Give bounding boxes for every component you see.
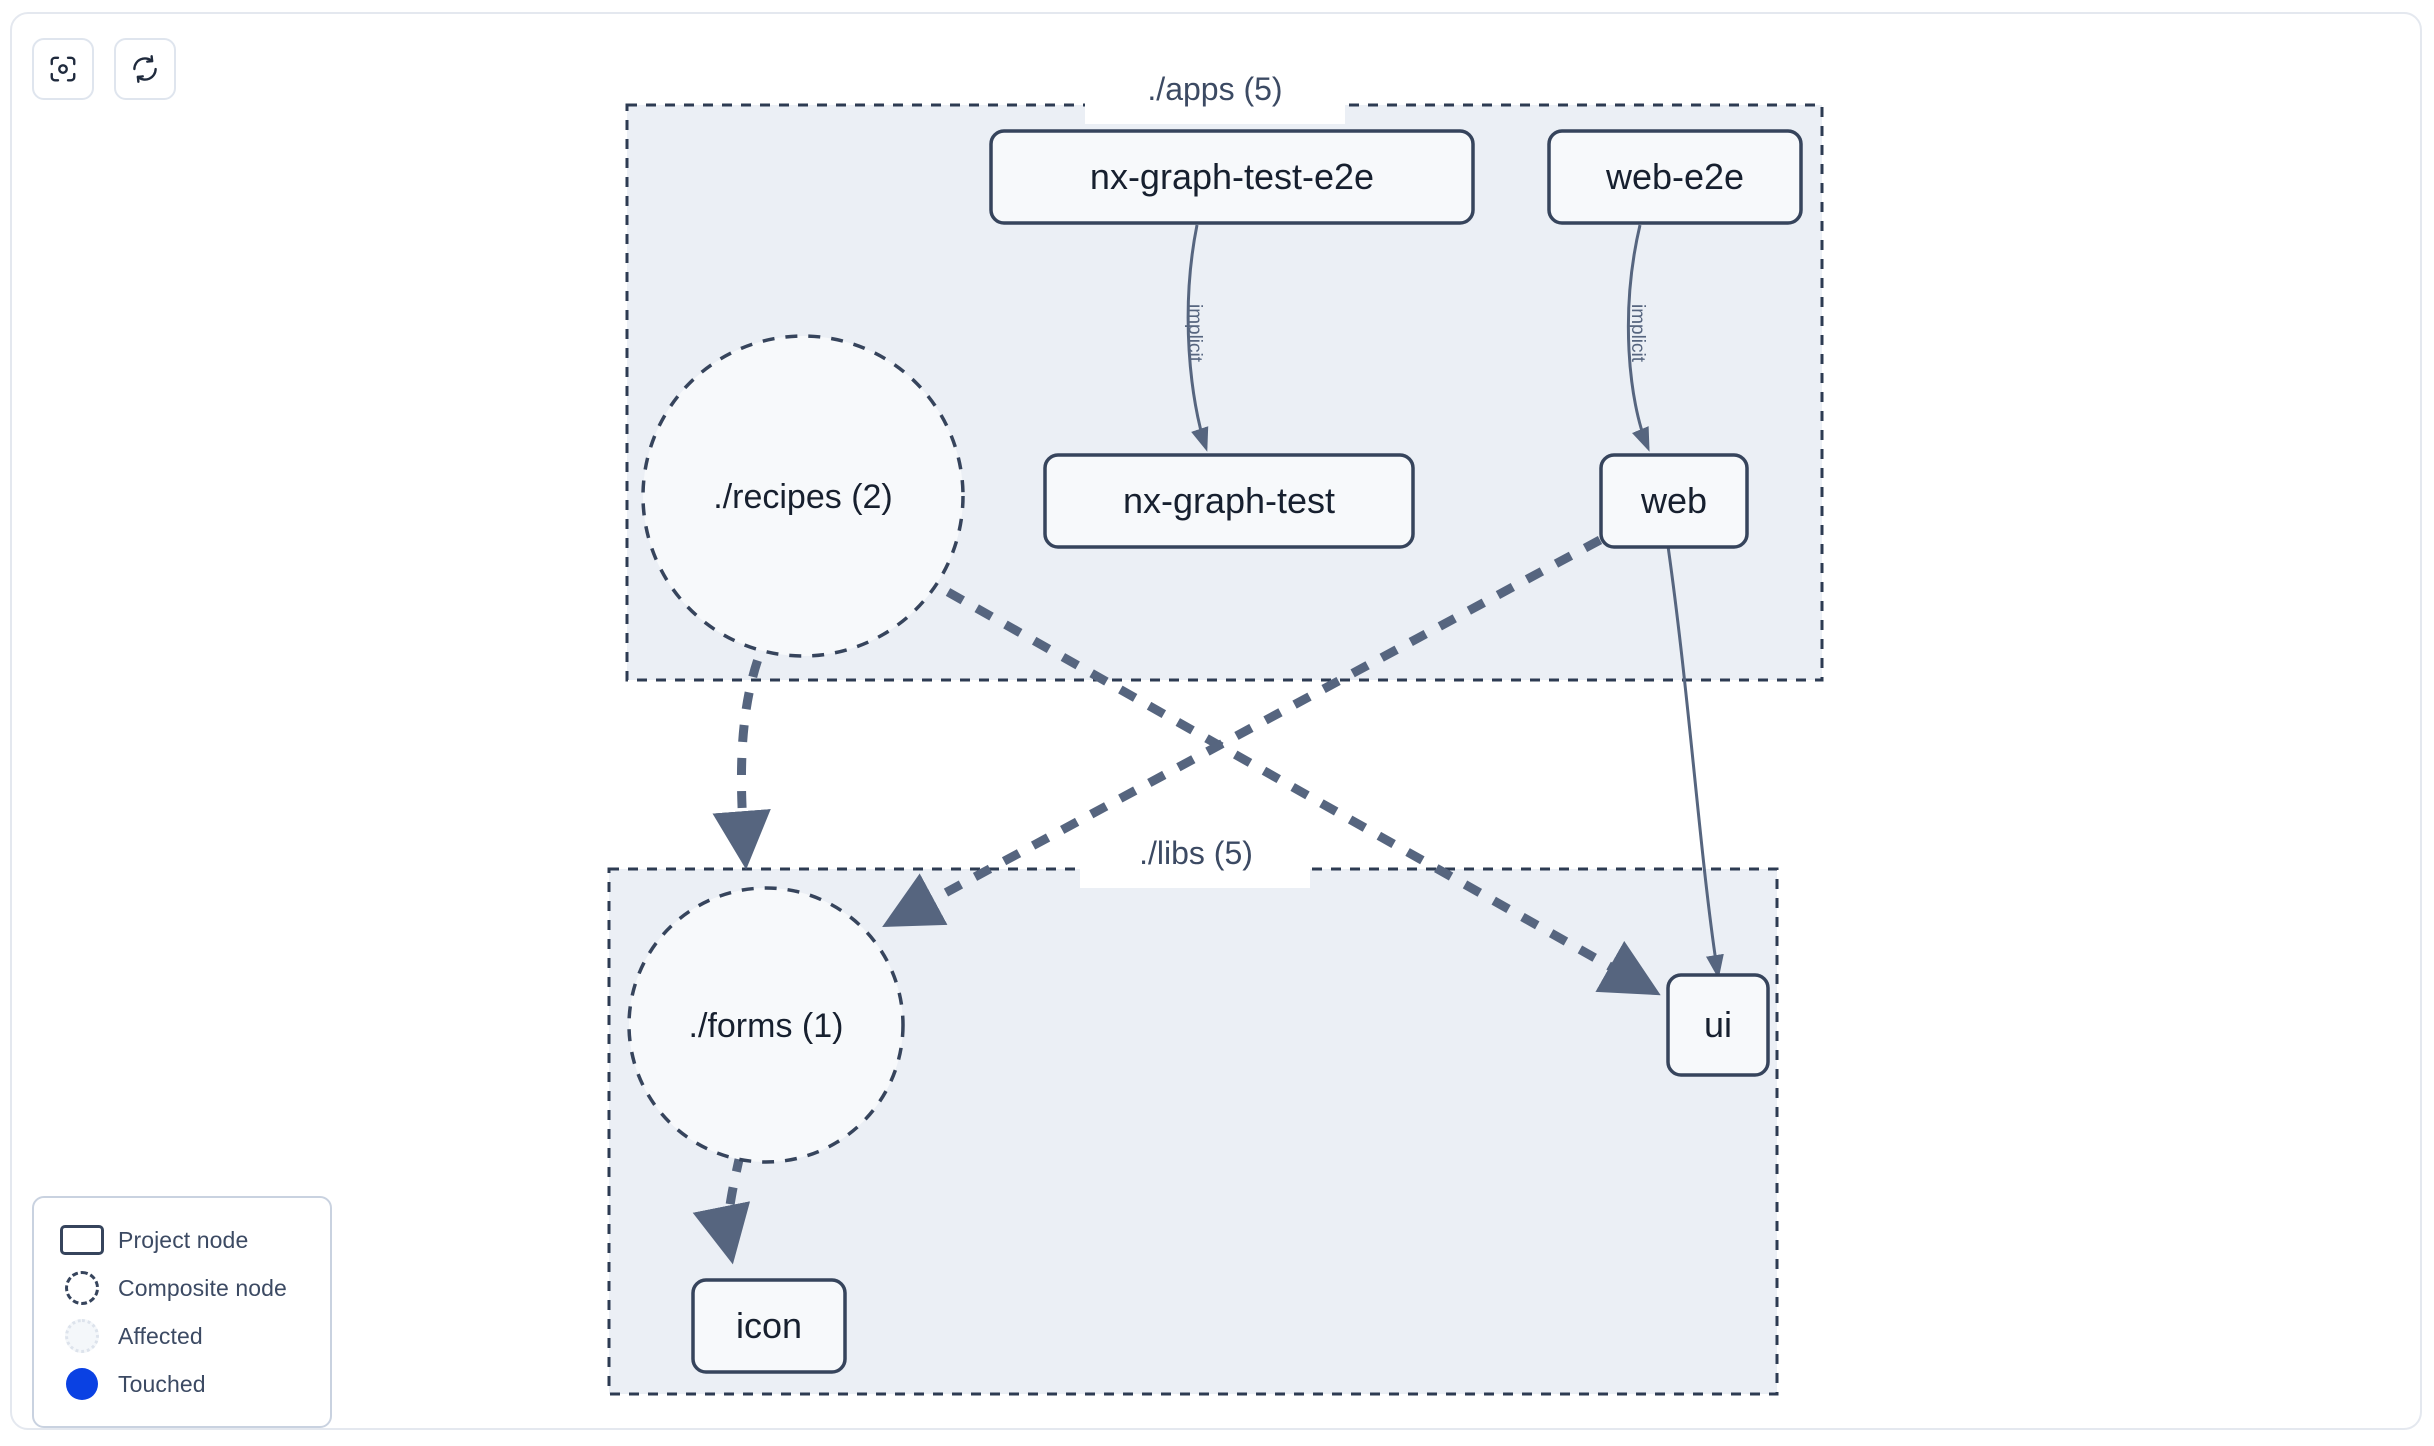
graph-legend: Project node Composite node Affected Tou… — [32, 1196, 332, 1428]
node-web-label: web — [1640, 480, 1707, 521]
edge-recipes-to-ui — [945, 588, 1661, 996]
node-web-shape — [1599, 453, 1749, 549]
node-ui-label: ui — [1704, 1004, 1732, 1045]
node-ui-shape — [1666, 973, 1770, 1077]
node-nx-graph-test-label: nx-graph-test — [1123, 480, 1335, 521]
viewfinder-icon — [50, 56, 76, 82]
node-web-e2e-shape — [1547, 129, 1803, 225]
touched-swatch — [54, 1368, 110, 1400]
edge-web-to-ui — [1665, 538, 1724, 979]
node-icon-shape — [691, 1278, 847, 1374]
node-recipes-label: ./recipes (2) — [713, 478, 893, 516]
group-apps-label-backdrop — [1085, 88, 1345, 124]
node-nx-graph-test-e2e-shape — [989, 129, 1475, 225]
graph-toolbar — [32, 38, 176, 100]
affected-swatch — [54, 1319, 110, 1353]
node-icon[interactable]: icon — [691, 1278, 847, 1374]
node-nx-graph-test-shape — [1043, 453, 1415, 549]
node-icon-label: icon — [736, 1305, 802, 1346]
legend-label-affected: Affected — [118, 1322, 203, 1349]
legend-label-touched: Touched — [118, 1370, 206, 1397]
node-nx-graph-test[interactable]: nx-graph-test — [1043, 453, 1415, 549]
project-node-swatch — [54, 1225, 110, 1255]
legend-item-touched: Touched — [54, 1360, 310, 1408]
group-libs-label-backdrop — [1080, 852, 1310, 888]
edge-webe2e-to-web — [1626, 224, 1650, 452]
legend-item-composite-node: Composite node — [54, 1264, 310, 1312]
focus-graph-button[interactable] — [32, 38, 94, 100]
node-nx-graph-test-e2e-label: nx-graph-test-e2e — [1090, 156, 1374, 197]
edge-nxgraphteste2e-to-nxgraphtest — [1186, 224, 1209, 452]
edge-label-implicit-2: implicit — [1627, 304, 1648, 363]
group-apps-label: ./apps (5) — [1147, 71, 1282, 107]
legend-label-project-node: Project node — [118, 1226, 249, 1253]
node-forms-label: ./forms (1) — [689, 1007, 844, 1045]
node-web[interactable]: web — [1599, 453, 1749, 549]
refresh-graph-button[interactable] — [114, 38, 176, 100]
edge-label-implicit-1: implicit — [1184, 304, 1205, 363]
edge-recipes-to-forms — [712, 627, 775, 870]
node-web-e2e[interactable]: web-e2e — [1547, 129, 1803, 225]
legend-label-composite-node: Composite node — [118, 1274, 287, 1301]
node-recipes[interactable]: ./recipes (2) — [641, 334, 965, 658]
node-nx-graph-test-e2e[interactable]: nx-graph-test-e2e — [989, 129, 1475, 225]
legend-item-project-node: Project node — [54, 1216, 310, 1264]
composite-node-swatch — [54, 1271, 110, 1305]
edge-web-to-forms — [882, 536, 1603, 927]
node-ui[interactable]: ui — [1666, 973, 1770, 1077]
node-forms[interactable]: ./forms (1) — [627, 886, 905, 1164]
group-libs-label: ./libs (5) — [1139, 835, 1253, 871]
node-web-e2e-label: web-e2e — [1605, 156, 1744, 197]
edge-forms-to-icon — [692, 1154, 751, 1265]
legend-item-affected: Affected — [54, 1312, 310, 1360]
refresh-icon — [133, 55, 157, 83]
node-recipes-shape — [641, 334, 965, 658]
node-forms-shape — [627, 886, 905, 1164]
